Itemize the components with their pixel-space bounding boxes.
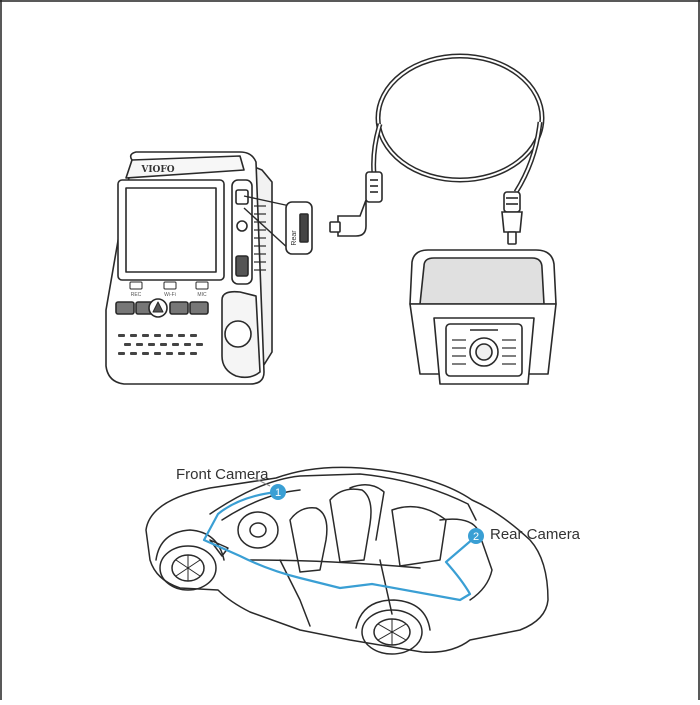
port-callout-lines <box>243 195 291 251</box>
button-labels: REC Wi-Fi MIC <box>131 292 207 298</box>
rear-port-closeup <box>285 201 313 255</box>
callout-number-2: 2 <box>473 531 479 543</box>
callout-badge-1: 1 <box>270 484 286 500</box>
brand-logo: VIOFO <box>140 165 174 175</box>
front-label-leader <box>253 477 271 487</box>
mic-label: MIC <box>197 292 207 298</box>
rear-port-label: Rear <box>291 230 298 246</box>
cable-route <box>202 490 475 602</box>
wifi-label: Wi-Fi <box>164 292 176 298</box>
front-camera-label: Front Camera <box>176 466 269 483</box>
rec-label: REC <box>131 292 142 298</box>
camera-connector <box>501 191 523 245</box>
callout-number-1: 1 <box>275 487 281 499</box>
rear-camera-cable <box>371 53 545 194</box>
car-outline <box>145 466 549 655</box>
rear-camera-label: Rear Camera <box>490 526 581 543</box>
callout-badge-2: 2 <box>468 528 484 544</box>
l-connector <box>329 171 383 237</box>
dash-cam-front-unit <box>105 151 273 385</box>
rear-camera-unit <box>409 249 557 385</box>
